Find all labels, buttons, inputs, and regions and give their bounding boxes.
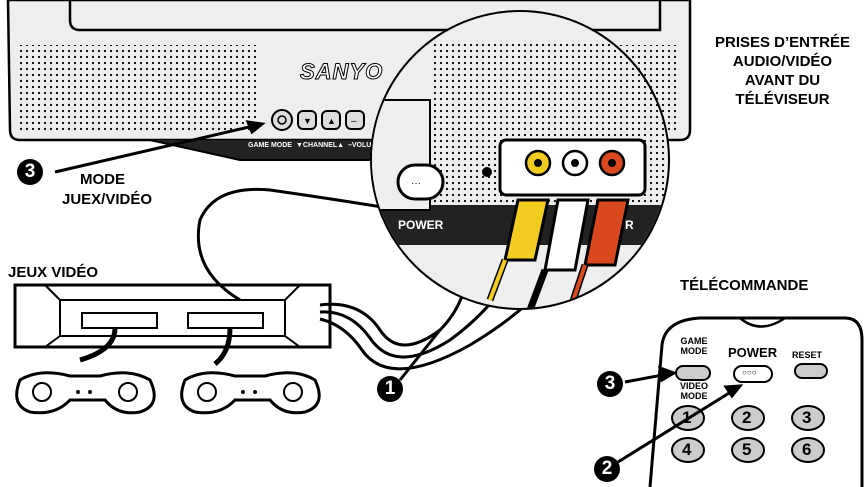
remote-key-3[interactable]: 3 [802,408,811,427]
remote-power-dots: ○○○ [742,368,757,378]
remote-game-mode-button [676,366,710,380]
step-three-badge-remote: 3 [597,371,623,397]
svg-text:–: – [351,116,357,127]
tv-game-mode-label: GAME MODE [248,141,292,150]
remote-key-6[interactable]: 6 [802,440,811,459]
remote-reset-button [795,364,827,378]
step-two-badge: 2 [594,456,620,482]
game-console-label: JEUX VIDÉO [8,263,98,282]
front-inputs-label: PRISES D’ENTRÉE AUDIO/VIDÉO AVANT DU TÉL… [700,33,865,109]
remote-game-mode-line-2: MODE [674,346,714,356]
controller-port-1 [82,313,157,328]
remote-reset-label: RESET [792,350,822,361]
svg-text:▼: ▼ [303,116,312,126]
magnified-jack-view: ··· [370,10,670,310]
mode-label-line-1: MODE [80,170,125,189]
front-inputs-line-3: AVANT DU [700,71,865,90]
svg-text:▲: ▲ [327,116,336,126]
tv-channel-label: ▼CHANNEL▲ [296,141,344,150]
remote-game-mode-label: GAME MODE [674,336,714,356]
step-three-badge-tv: 3 [17,159,43,185]
remote-key-4[interactable]: 4 [682,440,691,459]
svg-text:···: ··· [411,178,421,189]
step-one-badge: 1 [377,376,403,402]
controller-right [182,373,320,413]
controller-left [17,373,155,413]
tv-brand-logo: SANYO [300,62,383,81]
remote-title: TÉLÉCOMMANDE [680,276,808,295]
controller-port-2 [188,313,263,328]
remote-power-label: POWER [728,345,777,360]
tv-power-label: POWER [398,218,443,232]
remote-video-mode-line-1: VIDEO [674,381,714,391]
front-inputs-line-2: AUDIO/VIDÉO [700,52,865,71]
mode-label-line-2: JUEX/VIDÉO [62,190,152,209]
remote-game-mode-line-1: GAME [674,336,714,346]
tv-jack-label: R [625,218,634,232]
left-speaker-grille [20,45,260,133]
front-inputs-line-4: TÉLÉVISEUR [700,90,865,109]
tv-game-mode-button [272,110,292,130]
front-inputs-line-1: PRISES D’ENTRÉE [700,33,865,52]
remote-key-2[interactable]: 2 [742,408,751,427]
remote-key-1[interactable]: 1 [682,408,691,427]
tv-volume-label: –VOLU [348,141,371,150]
remote-key-5[interactable]: 5 [742,440,751,459]
remote-video-mode-label: VIDEO MODE [674,381,714,401]
game-console [15,285,330,364]
remote-video-mode-line-2: MODE [674,391,714,401]
